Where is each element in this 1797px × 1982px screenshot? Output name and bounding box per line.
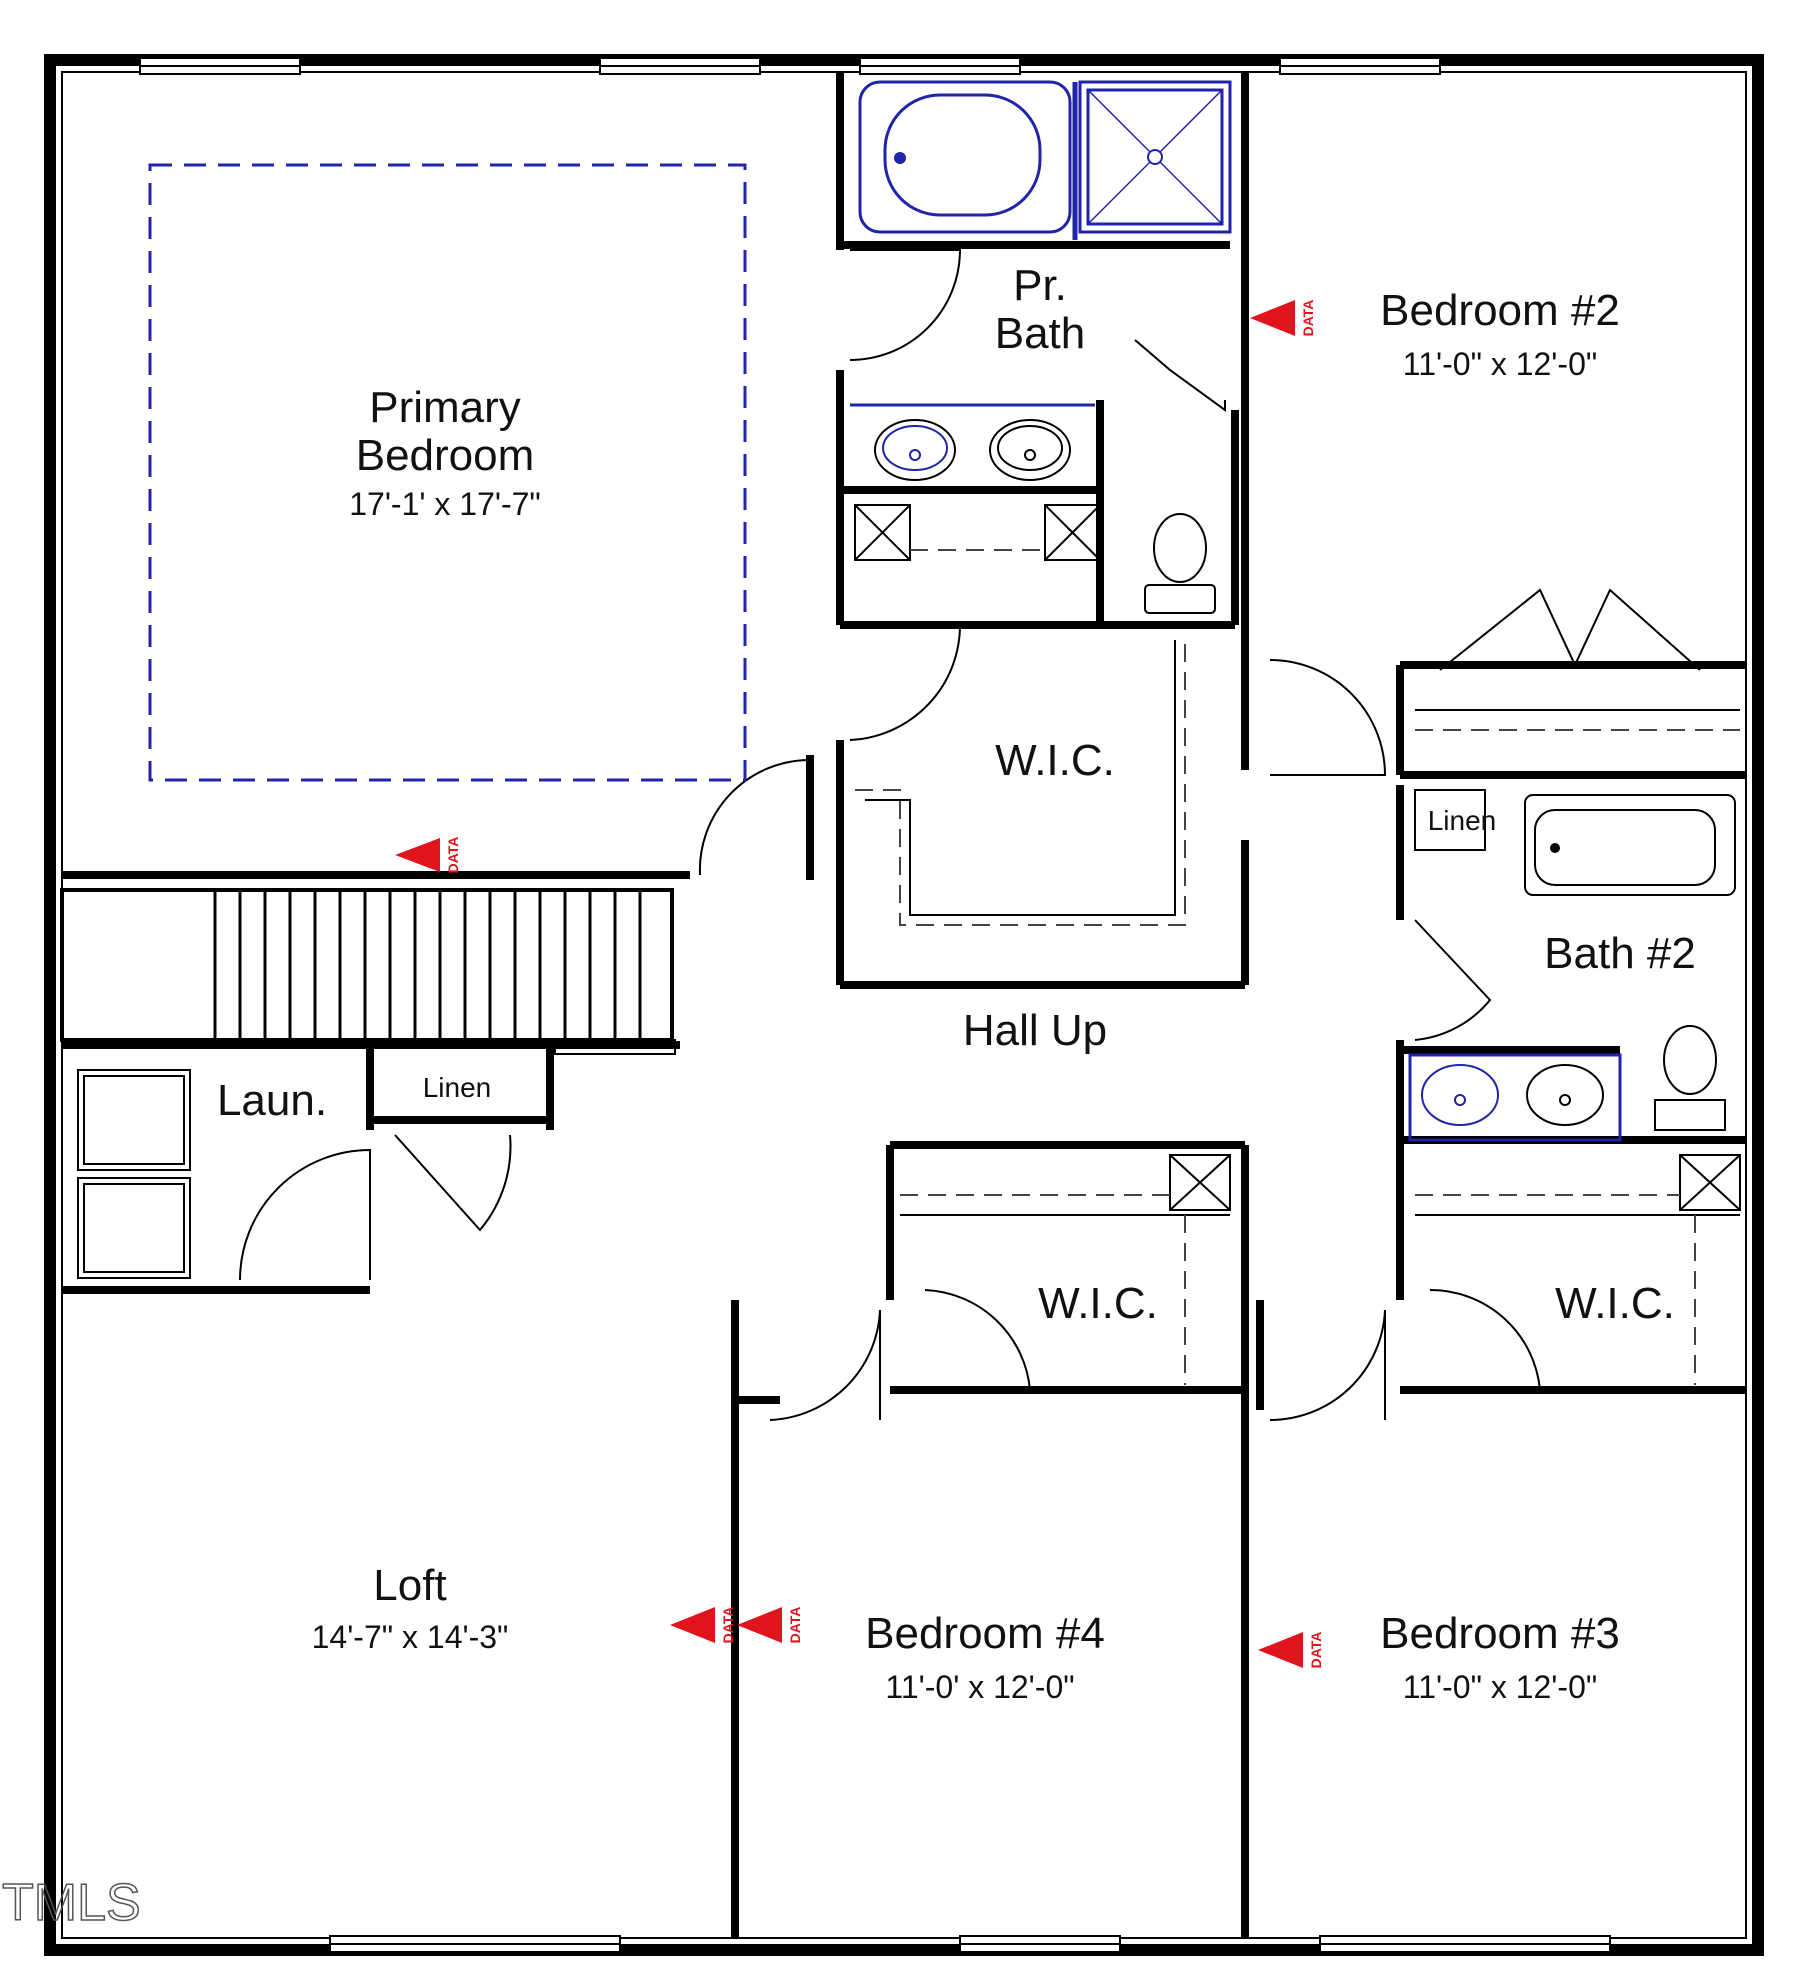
bedroom3-dims: 11'-0" x 12'-0" — [1403, 1669, 1597, 1705]
bedroom4-wic-name: W.I.C. — [1038, 1279, 1158, 1328]
loft-dims: 14'-7" x 14'-3" — [312, 1619, 509, 1655]
data-marker-icon — [1250, 300, 1295, 336]
primary-toilet-icon — [1144, 513, 1216, 614]
stairs — [60, 888, 676, 1055]
primary-wic-name: W.I.C. — [995, 736, 1115, 785]
primary-bedroom-name-2: Bedroom — [356, 431, 535, 480]
tub-drain-icon — [894, 152, 906, 164]
bath2-toilet-icon — [1663, 1025, 1717, 1095]
laundry-appliances — [77, 1069, 191, 1279]
bifold-door — [1439, 588, 1701, 671]
bedroom3-wic-name: W.I.C. — [1555, 1279, 1675, 1328]
svg-text:DATA: DATA — [445, 837, 461, 874]
bedroom2-dims: 11'-0" x 12'-0" — [1403, 346, 1597, 382]
interior-walls — [62, 72, 1746, 1938]
bath2-name: Bath #2 — [1544, 929, 1696, 978]
wic-shelves — [855, 640, 1186, 926]
data-marker-icon — [1258, 1632, 1303, 1668]
data-marker-icon — [737, 1607, 782, 1643]
bedroom3-name: Bedroom #3 — [1380, 1609, 1620, 1658]
door-swings — [239, 249, 1542, 1422]
primary-bedroom-name-1: Primary — [369, 383, 521, 432]
bedroom4-name: Bedroom #4 — [865, 1609, 1105, 1658]
laundry-name: Laun. — [217, 1076, 327, 1125]
primary-bath-fixtures — [850, 80, 1232, 481]
data-marker-icon — [670, 1607, 715, 1643]
svg-text:DATA: DATA — [1308, 1632, 1324, 1669]
lower-closets — [900, 1154, 1741, 1385]
watermark: TMLS — [2, 1874, 141, 1932]
bedroom4-dims: 11'-0' x 12'-0" — [885, 1669, 1074, 1705]
bedroom2-closet-shelf — [1415, 709, 1740, 731]
room-labels: Primary Bedroom 17'-1' x 17'-7" Pr. Bath… — [217, 261, 1696, 1705]
exterior-walls — [44, 54, 1764, 1956]
data-marker-icon — [395, 838, 440, 872]
loft-name: Loft — [373, 1561, 446, 1610]
primary-bedroom-ceiling-outline — [148, 163, 747, 782]
data-markers: DATA DATA DATA DATA DATA — [395, 300, 1324, 1669]
hall-name: Hall Up — [963, 1006, 1107, 1055]
svg-text:DATA: DATA — [720, 1607, 736, 1644]
windows — [139, 57, 1611, 1953]
hall-linen-name: Linen — [423, 1072, 492, 1103]
bedroom2-name: Bedroom #2 — [1380, 286, 1620, 335]
primary-bath-name-1: Pr. — [1013, 261, 1067, 310]
primary-bath-name-2: Bath — [995, 309, 1086, 358]
bath2-linen-name: Linen — [1428, 805, 1497, 836]
svg-text:DATA: DATA — [1300, 300, 1316, 337]
bath2-fixtures — [1408, 789, 1736, 1142]
primary-bedroom-dims: 17'-1' x 17'-7" — [349, 486, 541, 522]
vanity-closet-boxes — [854, 504, 1101, 561]
svg-text:DATA: DATA — [787, 1607, 803, 1644]
